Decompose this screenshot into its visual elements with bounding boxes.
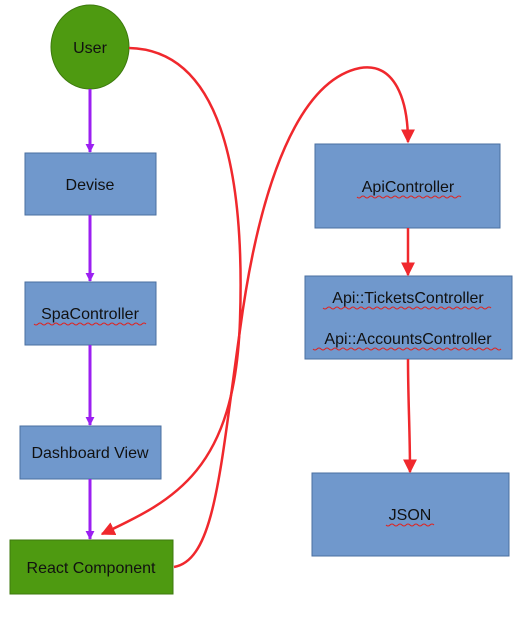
json-node	[311, 472, 510, 557]
arrow-user-to-react	[100, 46, 242, 536]
react-component-label: React Component	[27, 560, 157, 577]
user-label: User	[73, 40, 107, 57]
dashboard-view-node	[19, 425, 162, 480]
spa-controller-squiggle	[33, 322, 147, 326]
arrow-api-controllers-to-json	[402, 358, 417, 474]
arrow-react-to-api-controller	[173, 66, 415, 569]
api-tickets-squiggle	[322, 306, 492, 310]
api-controller-node	[314, 143, 501, 229]
spa-controller-node	[24, 281, 157, 346]
json-squiggle	[385, 523, 435, 527]
api-accounts-squiggle	[312, 347, 502, 351]
spa-controller-label: SpaController	[41, 306, 140, 323]
api-accounts-controller-label: Api::AccountsController	[324, 331, 492, 348]
devise-node	[24, 152, 157, 216]
api-tickets-controller-label: Api::TicketsController	[332, 290, 484, 307]
devise-label: Devise	[66, 177, 115, 194]
json-label: JSON	[389, 507, 432, 524]
react-component-node	[9, 539, 174, 595]
dashboard-view-label: Dashboard View	[31, 445, 149, 462]
api-controller-label: ApiController	[362, 179, 455, 196]
api-controller-squiggle	[356, 195, 462, 199]
